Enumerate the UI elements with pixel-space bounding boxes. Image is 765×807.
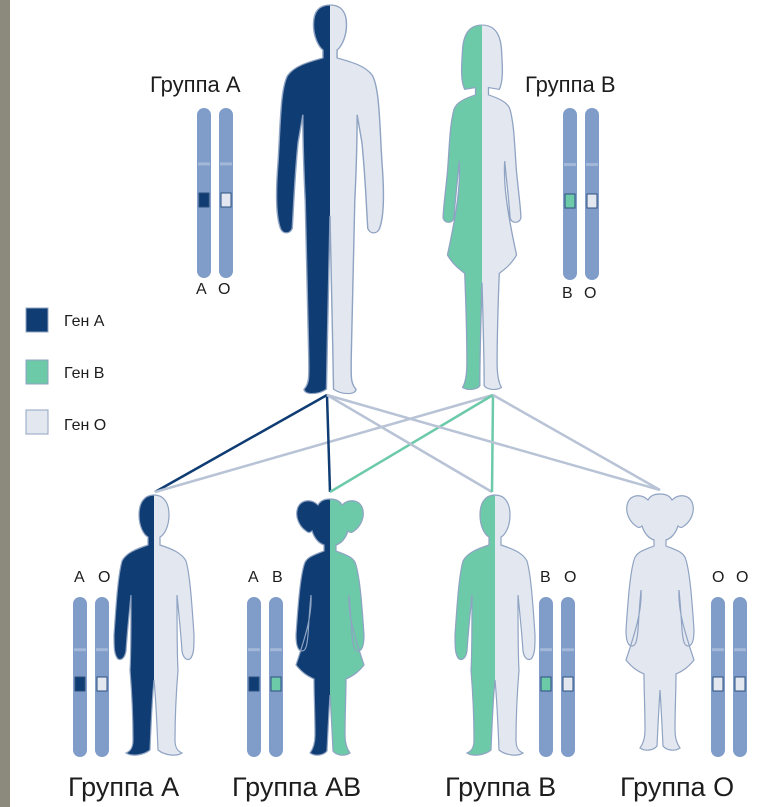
legend-swatch-gene-a — [26, 308, 48, 332]
father-to-child-2-line — [327, 395, 330, 492]
legend-swatch-gene-b — [26, 360, 48, 384]
father-gene-marker-2 — [221, 193, 231, 207]
mother-to-child-4-line — [493, 395, 660, 490]
child-4-centromere-1 — [712, 648, 724, 651]
child-3-boy-silhouette — [455, 495, 535, 755]
child-2-girl-silhouette — [296, 499, 364, 755]
child-1-chromosome-pair — [73, 597, 109, 757]
child-2-group-label: Группа AB — [232, 772, 361, 802]
mother-centromere-2 — [586, 163, 598, 166]
child-3-allele-2: O — [564, 569, 576, 586]
child-2-centromere-2 — [270, 648, 282, 651]
father-to-child-1-line — [155, 395, 327, 492]
child-3-group-label: Группа B — [445, 772, 556, 802]
child-1-allele-1: A — [74, 569, 85, 586]
child-3-gene-marker-2 — [563, 677, 573, 691]
legend-label-gene-b: Ген В — [64, 365, 104, 382]
mother-chromosome-pair — [563, 108, 599, 280]
child-3-allele-1: B — [540, 569, 551, 586]
child-4-girl-silhouette — [626, 494, 694, 750]
father-group-label: Группа A — [150, 72, 241, 97]
father-allele-2: O — [218, 281, 230, 298]
child-2-allele-2: B — [272, 569, 283, 586]
child-1-group-label: Группа A — [68, 772, 179, 802]
child-3-chromosome-pair — [539, 597, 575, 757]
inheritance-lines — [155, 395, 660, 492]
child-2-chromosome-pair — [247, 597, 283, 757]
child-3-centromere-1 — [540, 648, 552, 651]
father-gene-marker-1 — [199, 193, 209, 207]
mother-group-label: Группа B — [525, 72, 616, 97]
child-4-gene-marker-1 — [713, 677, 723, 691]
father-centromere-1 — [198, 162, 210, 165]
mother-gene-marker-1 — [565, 194, 575, 208]
child-2-allele-1: A — [248, 569, 259, 586]
mother-to-child-1-line — [155, 395, 493, 492]
mother-allele-1: B — [562, 285, 573, 302]
child-4-group-label: Группа O — [620, 772, 734, 802]
father-allele-1: A — [196, 281, 207, 298]
mother-allele-2: O — [584, 285, 596, 302]
legend-label-gene-o: Ген О — [64, 417, 106, 434]
child-4-gene-marker-2 — [735, 677, 745, 691]
legend-swatch-gene-o — [26, 410, 48, 434]
father-centromere-2 — [220, 162, 232, 165]
mother-gene-marker-2 — [587, 194, 597, 208]
child-3-gene-marker-1 — [541, 677, 551, 691]
child-1-allele-2: O — [98, 569, 110, 586]
legend-label-gene-a: Ген А — [64, 313, 105, 330]
father-chromosome-pair — [197, 108, 233, 278]
child-1-boy-silhouette — [114, 495, 194, 755]
child-4-chromosome-pair — [711, 597, 747, 757]
child-4-allele-2: O — [736, 569, 748, 586]
child-4-centromere-2 — [734, 648, 746, 651]
child-1-centromere-2 — [96, 648, 108, 651]
legend: Ген А Ген В Ген О — [26, 308, 106, 434]
child-2-gene-marker-2 — [271, 677, 281, 691]
child-2-centromere-1 — [248, 648, 260, 651]
child-1-centromere-1 — [74, 648, 86, 651]
child-3-centromere-2 — [562, 648, 574, 651]
mother-silhouette — [443, 25, 521, 389]
mother-centromere-1 — [564, 163, 576, 166]
child-2-gene-marker-1 — [249, 677, 259, 691]
child-1-gene-marker-1 — [75, 677, 85, 691]
father-silhouette — [277, 5, 384, 394]
child-4-allele-1: O — [712, 569, 724, 586]
child-1-gene-marker-2 — [97, 677, 107, 691]
